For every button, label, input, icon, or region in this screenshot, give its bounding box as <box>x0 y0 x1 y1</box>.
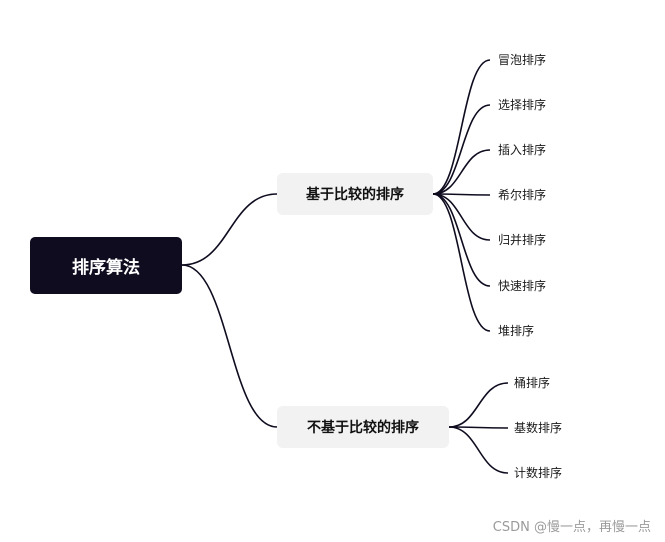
leaf-merge-sort: 归并排序 <box>498 233 547 247</box>
leaf-radix-sort: 基数排序 <box>514 421 563 435</box>
branch-node-comparison: 基于比较的排序 <box>277 173 433 215</box>
leaf-insertion-sort: 插入排序 <box>498 143 547 157</box>
connector-branch-0-leaf-5 <box>432 193 491 287</box>
connector-branch-1-leaf-1 <box>448 426 509 429</box>
connector-branch-0-leaf-1 <box>432 104 491 195</box>
connector-branch-0-leaf-6 <box>432 193 491 332</box>
leaf-counting-sort: 计数排序 <box>514 466 563 480</box>
connector-branch-0-leaf-4 <box>432 193 491 241</box>
connector-branch-1-leaf-0 <box>448 382 509 428</box>
connector-branch-0-leaf-0 <box>432 59 491 195</box>
branch-label: 不基于比较的排序 <box>307 420 419 436</box>
branch-label: 基于比较的排序 <box>306 187 404 203</box>
leaf-heap-sort: 堆排序 <box>498 324 535 338</box>
connector-root-to-branch-1 <box>181 264 278 428</box>
leaf-quick-sort: 快速排序 <box>498 279 547 293</box>
watermark-text: CSDN @慢一点，再慢一点 <box>492 520 651 535</box>
root-label: 排序算法 <box>72 258 140 278</box>
connector-root-to-branch-0 <box>181 193 278 266</box>
branch-node-non-comparison: 不基于比较的排序 <box>277 406 449 448</box>
connector-branch-0-leaf-3 <box>432 193 491 196</box>
connector-branch-1-leaf-2 <box>448 426 509 474</box>
leaf-selection-sort: 选择排序 <box>498 98 547 112</box>
leaf-shell-sort: 希尔排序 <box>498 188 547 202</box>
root-node: 排序算法 <box>30 237 182 294</box>
connector-branch-0-leaf-2 <box>432 149 491 195</box>
leaf-bucket-sort: 桶排序 <box>514 376 551 390</box>
leaf-bubble-sort: 冒泡排序 <box>498 53 547 67</box>
